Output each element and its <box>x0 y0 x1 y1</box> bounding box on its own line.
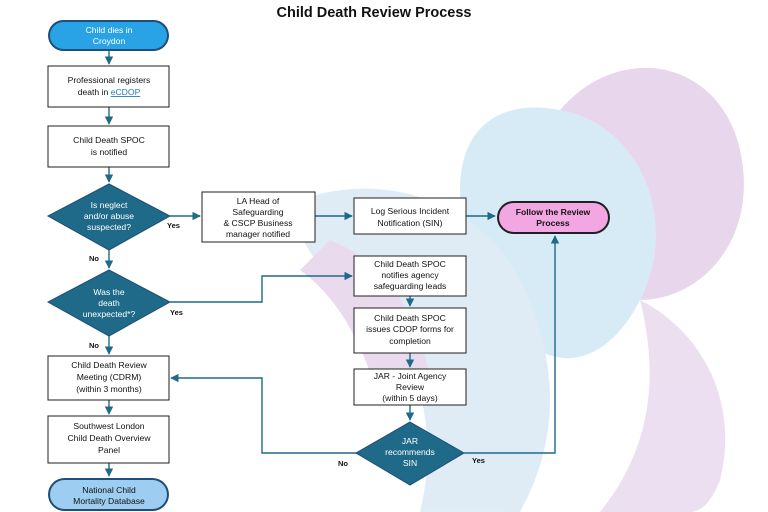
node-jar-line2: Review <box>396 382 425 392</box>
node-log-sin-line2: Notification (SIN) <box>378 218 443 228</box>
node-log-sin-line1: Log Serious Incident <box>371 206 450 216</box>
node-cdrm-line3: (within 3 months) <box>76 384 142 394</box>
node-unexpected-line2: death <box>98 298 120 308</box>
node-jar: JAR - Joint Agency Review (within 5 days… <box>353 368 467 406</box>
node-spoc-line1: Child Death SPOC <box>73 135 145 145</box>
edge-jarsin-follow <box>464 235 560 454</box>
node-database-line1: National Child <box>82 485 136 495</box>
node-panel-line2: Child Death Overview <box>67 433 151 443</box>
node-la-head: LA Head of Safeguarding & CSCP Business … <box>201 191 316 243</box>
node-jarsin-line2: recommends <box>385 447 435 457</box>
node-register-prefix: death in <box>78 87 111 97</box>
node-notifies-line3: safeguarding leads <box>374 281 447 291</box>
node-la-head-line4: manager notified <box>226 229 290 239</box>
node-unexpected-line3: unexpected*? <box>83 309 136 319</box>
node-neglect-line2: and/or abuse <box>84 211 134 221</box>
node-panel-line1: Southwest London <box>73 421 144 431</box>
node-la-head-line3: & CSCP Business <box>223 218 292 228</box>
node-unexpected-line1: Was the <box>93 287 124 297</box>
node-la-head-line1: LA Head of <box>237 196 280 206</box>
page-title: Child Death Review Process <box>276 5 471 21</box>
edges <box>104 51 560 477</box>
node-unexpected-decision: Was the death unexpected*? <box>46 269 172 337</box>
node-register-line2: death in eCDOP <box>78 87 141 97</box>
edge-label-unexpected-no: No <box>89 341 99 350</box>
edge-label-unexpected-yes: Yes <box>170 308 183 317</box>
node-panel-line3: Panel <box>98 445 120 455</box>
edge-unexpected-notifies <box>170 271 353 303</box>
node-spoc-notified: Child Death SPOC is notified <box>47 125 170 168</box>
node-log-sin: Log Serious Incident Notification (SIN) <box>353 197 467 235</box>
ecdop-link[interactable]: eCDOP <box>111 87 141 97</box>
node-jarsin-line3: SIN <box>403 458 417 468</box>
node-issues-line2: issues CDOP forms for <box>366 324 454 334</box>
node-notifies-line2: notifies agency <box>381 270 439 280</box>
node-la-head-line2: Safeguarding <box>232 207 283 217</box>
node-start: Child dies in Croydon <box>48 20 169 51</box>
node-register-line1: Professional registers <box>68 75 151 85</box>
edge-jarsin-cdrm <box>170 373 358 454</box>
node-spoc-line2: is notified <box>91 147 128 157</box>
node-cdrm-line2: Meeting (CDRM) <box>77 372 142 382</box>
node-database: National Child Mortality Database <box>48 478 169 511</box>
edge-label-jar-no: No <box>338 459 348 468</box>
node-jar-line1: JAR - Joint Agency <box>374 371 447 381</box>
node-neglect-line1: Is neglect <box>91 200 128 210</box>
node-cdrm: Child Death Review Meeting (CDRM) (withi… <box>47 355 170 401</box>
node-start-line2: Croydon <box>93 36 126 46</box>
node-jar-sin-decision: JAR recommends SIN <box>355 421 465 486</box>
node-neglect-decision: Is neglect and/or abuse suspected? <box>46 183 172 251</box>
node-database-line2: Mortality Database <box>73 496 145 506</box>
node-follow-line2: Process <box>536 218 570 228</box>
node-jarsin-line1: JAR <box>402 436 418 446</box>
edge-label-neglect-no: No <box>89 254 99 263</box>
node-neglect-line3: suspected? <box>87 222 131 232</box>
edge-label-jar-yes: Yes <box>472 456 485 465</box>
node-issues-forms: Child Death SPOC issues CDOP forms for c… <box>353 307 467 354</box>
node-notifies-line1: Child Death SPOC <box>374 259 446 269</box>
node-notifies-agency: Child Death SPOC notifies agency safegua… <box>353 255 467 297</box>
node-panel: Southwest London Child Death Overview Pa… <box>47 415 170 464</box>
node-follow-line1: Follow the Review <box>516 207 591 217</box>
edge-label-neglect-yes: Yes <box>167 221 180 230</box>
node-issues-line1: Child Death SPOC <box>374 313 446 323</box>
node-follow-review: Follow the Review Process <box>497 201 610 234</box>
node-cdrm-line1: Child Death Review <box>71 360 147 370</box>
node-issues-line3: completion <box>389 336 431 346</box>
node-register: Professional registers death in eCDOP <box>47 65 170 108</box>
node-jar-line3: (within 5 days) <box>382 393 438 403</box>
node-start-line1: Child dies in <box>86 25 133 35</box>
